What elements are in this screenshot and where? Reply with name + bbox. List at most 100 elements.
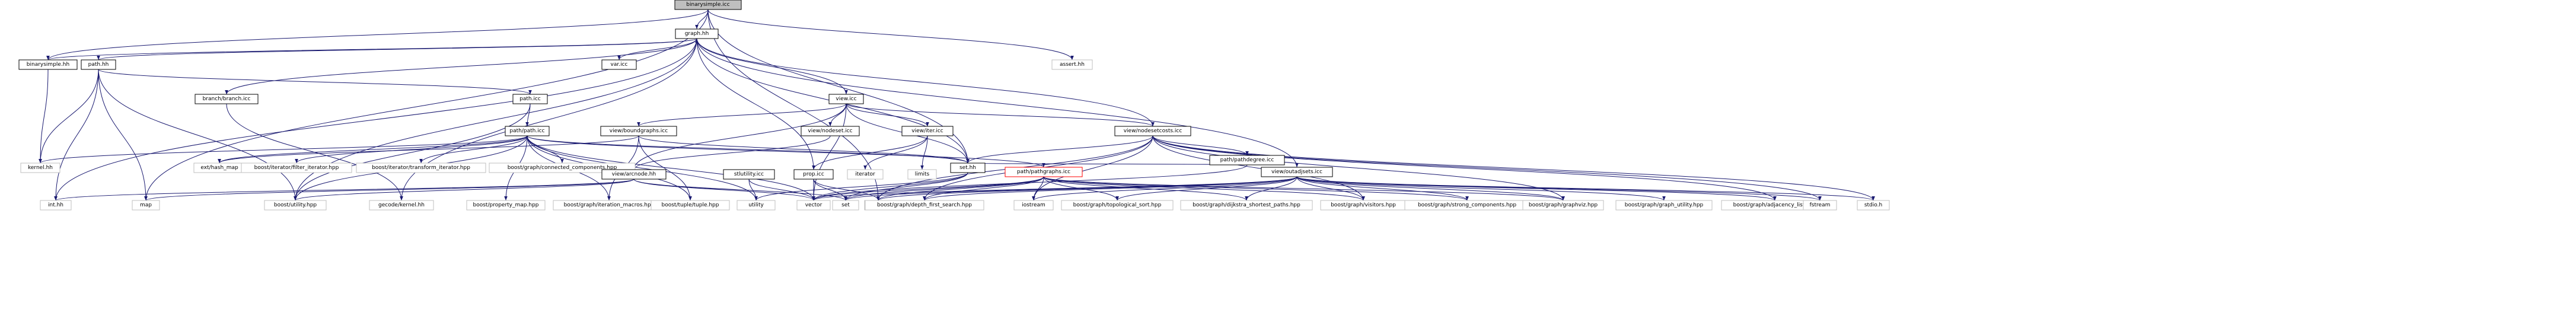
edge-viewboundgraphs_icc-to-exthash_map — [218, 135, 639, 164]
node-transform-iterator: boost/iterator/transform_iterator.hpp — [356, 163, 486, 173]
node-graph-utility: boost/graph/graph_utility.hpp — [1615, 200, 1713, 211]
edge-graph_hh-to-view_icc — [696, 38, 848, 95]
node-filter-iterator: boost/iterator/filter_iterator.hpp — [241, 163, 352, 173]
node-label: view/iter.icc — [911, 128, 943, 134]
node-box — [865, 200, 984, 211]
node-kernel-hh: kernel.hh — [20, 163, 60, 173]
node-iterator: iterator — [847, 169, 884, 180]
edge-viewoutadjsets_icc-to-stdio_h — [1296, 176, 1875, 201]
node-box — [737, 200, 776, 211]
node-box — [195, 94, 259, 104]
node-var-icc[interactable]: var.icc — [601, 59, 637, 70]
edge-viewiter_icc-to-iterator — [863, 135, 928, 170]
edge-set_hh-to-utility — [754, 172, 968, 201]
node-boost-utility: boost/utility.hpp — [264, 200, 327, 211]
node-label: assert.hh — [1060, 62, 1085, 68]
node-label: iostream — [1022, 202, 1045, 208]
node-box — [40, 200, 72, 211]
node-graph-hh[interactable]: graph.hh — [675, 28, 719, 39]
node-box — [796, 200, 831, 211]
edge-viewoutadjsets_icc-to-dfs — [923, 176, 1297, 201]
edge-graph_hh-to-int_hh — [54, 38, 697, 201]
edge-viewoutadjsets_icc-to-iostream — [1032, 176, 1297, 201]
node-label: stdio.h — [1864, 202, 1882, 208]
node-stdio-h: stdio.h — [1857, 200, 1890, 211]
edge-binarysimple_icc-to-binarysimple_hh — [46, 9, 709, 60]
node-label: boost/graph/strong_components.hpp — [1418, 202, 1516, 208]
node-property-map: boost/property_map.hpp — [466, 200, 546, 211]
edge-viewarcnode_hh-to-map — [144, 179, 635, 201]
node-branch-icc[interactable]: branch/branch.icc — [195, 94, 259, 104]
node-label: kernel.hh — [28, 165, 53, 171]
edge-binarysimple_icc-to-list — [707, 9, 880, 201]
node-label: boost/iterator/transform_iterator.hpp — [372, 165, 470, 171]
node-stlutility-icc[interactable]: stlutility.icc — [723, 169, 775, 180]
node-path-hh[interactable]: path.hh — [81, 59, 116, 70]
edge-viewoutadjsets_icc-to-topological_sort — [1115, 176, 1297, 201]
edge-stlutility_icc-to-utility — [748, 179, 758, 201]
node-label: path/pathdegree.icc — [1220, 157, 1274, 163]
node-pathpath-icc[interactable]: path/path.icc — [505, 126, 550, 136]
edge-path_icc-to-boost_utility — [294, 103, 531, 201]
node-binarysimple-icc[interactable]: binarysimple.icc — [674, 0, 742, 10]
node-box — [241, 163, 352, 173]
node-box — [1005, 167, 1083, 177]
node-viewarcnode-hh[interactable]: view/arcnode.hh — [601, 169, 667, 180]
node-label: boost/iterator/filter_iterator.hpp — [254, 165, 339, 171]
node-map: map — [132, 200, 160, 211]
edge-viewoutadjsets_icc-to-set — [844, 176, 1297, 201]
node-dfs: boost/graph/depth_first_search.hpp — [865, 200, 984, 211]
node-topological-sort: boost/graph/topological_sort.hpp — [1061, 200, 1174, 211]
edge-pathpathdegree_icc-to-set_hh — [967, 163, 1248, 168]
node-pathpathgraphs-icc[interactable]: path/pathgraphs.icc — [1005, 167, 1083, 177]
node-viewnodeset-icc[interactable]: view/nodeset.icc — [801, 126, 860, 136]
node-box — [801, 126, 860, 136]
node-label: view/arcnode.hh — [612, 171, 656, 177]
node-label: stlutility.icc — [734, 171, 764, 177]
node-label: boost/graph/depth_first_search.hpp — [877, 202, 972, 208]
node-vector: vector — [796, 200, 831, 211]
node-limits: limits — [907, 169, 937, 180]
node-box — [674, 0, 742, 10]
node-box — [466, 200, 546, 211]
node-label: iterator — [855, 171, 875, 177]
node-box — [907, 169, 937, 180]
edge-viewarcnode_hh-to-int_hh — [54, 179, 635, 201]
edge-view_icc-to-viewboundgraphs_icc — [637, 103, 847, 127]
edge-viewoutadjsets_icc-to-graph_utility — [1296, 176, 1666, 201]
edge-stlutility_icc-to-vector — [748, 179, 815, 201]
node-view-icc[interactable]: view.icc — [828, 94, 864, 104]
edge-graph_hh-to-var_icc — [617, 38, 697, 60]
node-viewoutadjsets-icc[interactable]: view/outadjsets.icc — [1261, 167, 1333, 177]
node-box — [601, 169, 667, 180]
node-path-icc[interactable]: path.icc — [512, 94, 548, 104]
node-label: set.hh — [959, 165, 976, 171]
node-fstream: fstream — [1803, 200, 1837, 211]
node-viewiter-icc[interactable]: view/iter.icc — [901, 126, 954, 136]
node-label: boost/graph/topological_sort.hpp — [1073, 202, 1162, 208]
node-box — [793, 169, 834, 180]
node-label: var.icc — [611, 62, 628, 68]
edge-graph_hh-to-viewoutadjsets_icc — [696, 38, 1299, 168]
node-box — [20, 163, 60, 173]
node-viewnodesetcosts-icc[interactable]: view/nodesetcosts.icc — [1114, 126, 1191, 136]
node-prop-icc[interactable]: prop.icc — [793, 169, 834, 180]
edge-viewnodesetcosts_icc-to-stdio_h — [1152, 135, 1875, 201]
node-label: int.hh — [48, 202, 63, 208]
edge-viewoutadjsets_icc-to-visitors — [1296, 176, 1365, 201]
node-label: view/nodeset.icc — [808, 128, 852, 134]
node-viewboundgraphs-icc[interactable]: view/boundgraphs.icc — [600, 126, 677, 136]
node-pathpathdegree-icc[interactable]: path/pathdegree.icc — [1209, 155, 1285, 165]
edge-pathpath_icc-to-set_hh — [527, 135, 970, 164]
node-box — [950, 163, 986, 173]
node-box — [1261, 167, 1333, 177]
node-label: boost/graph/adjacency_list.hpp — [1733, 202, 1817, 208]
edge-viewoutadjsets_icc-to-strong_components — [1296, 176, 1469, 201]
node-label: fstream — [1810, 202, 1831, 208]
node-binarysimple-hh[interactable]: binarysimple.hh — [18, 59, 78, 70]
node-set-hh[interactable]: set.hh — [950, 163, 986, 173]
node-visitors: boost/graph/visitors.hpp — [1320, 200, 1407, 211]
edge-viewnodesetcosts_icc-to-fstream — [1152, 135, 1822, 201]
node-label: set — [841, 202, 850, 208]
